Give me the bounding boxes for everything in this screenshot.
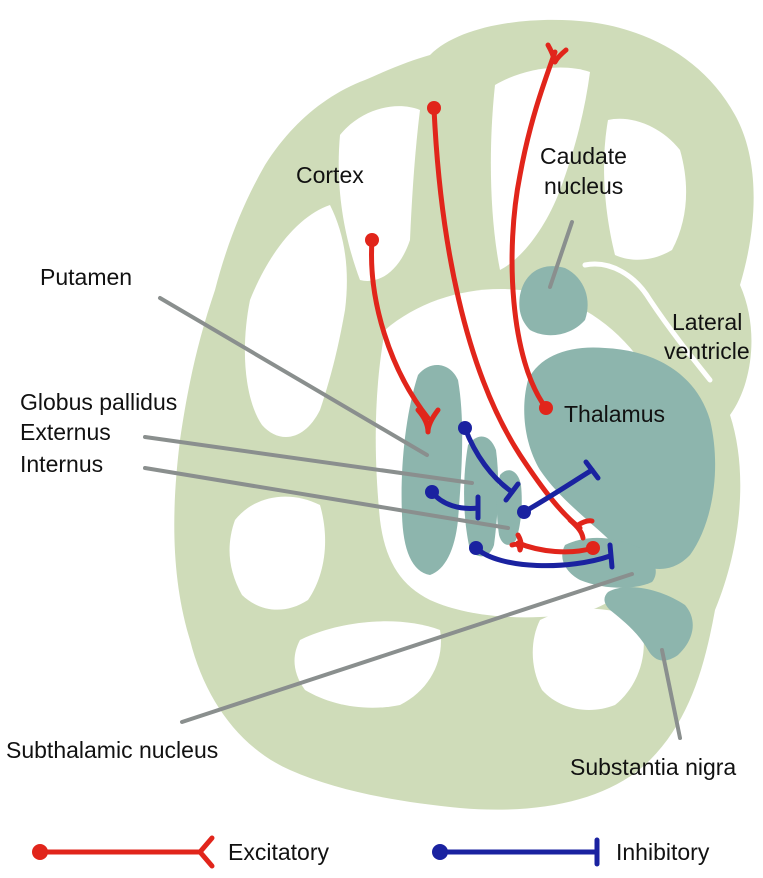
sulcus-gap-5	[229, 496, 326, 610]
sulcus-gap-1	[244, 205, 347, 437]
excitatory-cortex-subthalamic	[431, 105, 583, 531]
inhibitory-putamen-internus	[462, 425, 515, 495]
sulcus-gap-6	[294, 621, 441, 708]
lateral-ventricle-label-line1: Lateral	[672, 309, 742, 335]
caudate-nucleus-shape	[519, 266, 588, 336]
sulcus-gap-7	[532, 608, 644, 710]
excitatory-origin-dot	[586, 541, 600, 555]
excitatory-terminal	[545, 42, 569, 65]
legend-inhibitory: Inhibitory	[432, 837, 710, 867]
internus-label: Internus	[20, 451, 103, 477]
globus-pallidus-label: Globus pallidus	[20, 389, 177, 415]
thalamus-shape	[524, 347, 716, 569]
excitatory-thalamus-cortex	[509, 49, 558, 411]
inhibitory-origin-dot	[458, 421, 472, 435]
globus-pallidus-externus-shape	[464, 436, 499, 557]
cortex-label: Cortex	[296, 162, 364, 188]
putamen-leader	[158, 296, 429, 457]
sulcus-gap-2	[338, 106, 420, 281]
lateral-ventricle-label-line2: ventricle	[664, 338, 750, 364]
putamen-label: Putamen	[40, 264, 132, 290]
subthalamic-nucleus-label: Subthalamic nucleus	[6, 737, 218, 763]
excitatory-cortex-putamen	[369, 237, 431, 421]
legend-excitatory-label: Excitatory	[228, 839, 329, 865]
caudate-label-line2: nucleus	[544, 173, 623, 199]
substantia-nigra-shape	[604, 587, 693, 661]
thalamus-label: Thalamus	[564, 401, 665, 427]
labels: Cortex Caudate nucleus Putamen Lateral v…	[6, 143, 750, 780]
lateral-ventricle-inner	[582, 261, 713, 383]
excitatory-origin-dot	[427, 101, 441, 115]
inhibitory-origin-dot	[517, 505, 531, 519]
putamen-shape	[401, 364, 463, 575]
inhibitory-terminal	[583, 459, 601, 481]
inhibitory-origin-dot	[469, 541, 483, 555]
internus-leader	[143, 466, 510, 530]
excitatory-origin-dot	[539, 401, 553, 415]
caudate-label-line1: Caudate	[540, 143, 627, 169]
legend-excitatory-terminal	[197, 835, 215, 869]
excitatory-terminal	[415, 407, 441, 435]
substantia-nigra-label: Substantia nigra	[570, 754, 736, 780]
excitatory-pathways	[365, 42, 600, 555]
inhibitory-origin-dot	[425, 485, 439, 499]
excitatory-origin-dot	[365, 233, 379, 247]
subthalamic-leader	[180, 572, 634, 724]
legend-excitatory: Excitatory	[32, 835, 329, 869]
caudate-leader	[548, 220, 574, 289]
substantia-nigra-leader	[660, 648, 682, 740]
excitatory-terminal	[509, 532, 524, 553]
legend: Excitatory Inhibitory	[32, 835, 710, 869]
legend-excitatory-dot	[32, 844, 48, 860]
legend-inhibitory-dot	[432, 844, 448, 860]
legend-inhibitory-label: Inhibitory	[616, 839, 710, 865]
excitatory-terminal	[567, 517, 595, 541]
inhibitory-terminal	[503, 481, 521, 503]
sulcus-gap-4	[604, 118, 687, 260]
inhibitory-externus-subthalamic	[473, 545, 613, 569]
inhibitory-terminal	[607, 542, 615, 570]
leader-lines	[143, 220, 682, 740]
externus-leader	[143, 435, 474, 485]
externus-label: Externus	[20, 419, 111, 445]
inhibitory-pathways	[425, 421, 615, 570]
